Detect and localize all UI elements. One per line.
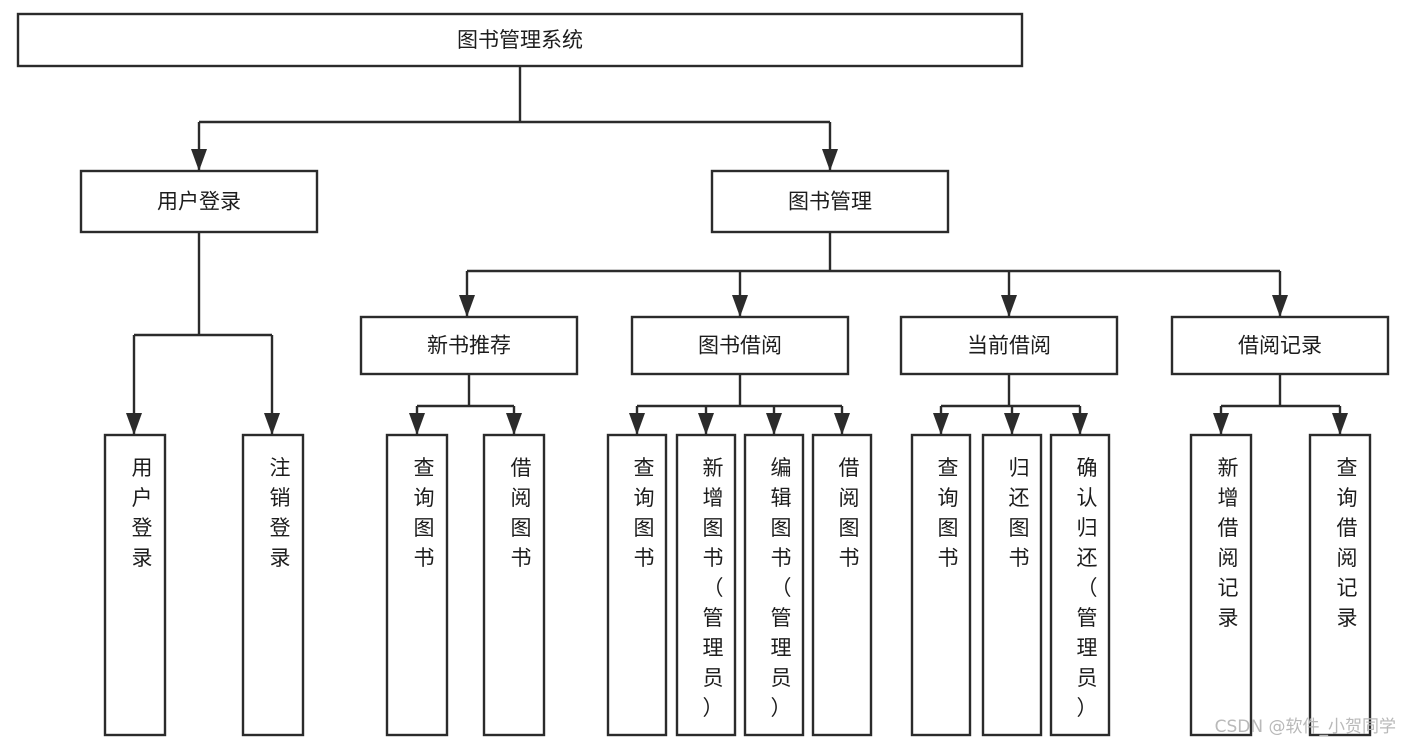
arrow-leaf-confirm-return-admin-icon bbox=[1072, 413, 1088, 435]
arrow-user-login-icon bbox=[191, 149, 207, 171]
node-box-root[interactable] bbox=[16, 12, 1024, 68]
arrow-leaf-user-login-icon bbox=[126, 413, 142, 435]
node-new-book-recommend[interactable]: 新书推荐 bbox=[359, 315, 579, 376]
node-leaf-user-login[interactable]: 用户登录 bbox=[103, 433, 167, 737]
node-leaf-query-book-borrow[interactable]: 查询图书 bbox=[606, 433, 668, 737]
node-label-book-borrow: 图书借阅 bbox=[698, 334, 782, 358]
node-book-borrow[interactable]: 图书借阅 bbox=[630, 315, 850, 376]
arrow-book-borrow-icon bbox=[732, 295, 748, 317]
arrow-leaf-query-book-recommend-icon bbox=[409, 413, 425, 435]
node-label-leaf-user-login: 用户登录 bbox=[132, 456, 153, 570]
node-box-leaf-query-book-current[interactable] bbox=[910, 433, 972, 737]
node-leaf-query-book-recommend[interactable]: 查询图书 bbox=[385, 433, 449, 737]
node-leaf-borrow-book-recommend[interactable]: 借阅图书 bbox=[482, 433, 546, 737]
node-label-leaf-add-book-admin: 新增图书（管理员） bbox=[703, 456, 724, 720]
node-leaf-logout[interactable]: 注销登录 bbox=[241, 433, 305, 737]
node-label-leaf-borrow-book-recommend: 借阅图书 bbox=[511, 456, 532, 570]
node-borrow-record[interactable]: 借阅记录 bbox=[1170, 315, 1390, 376]
node-leaf-query-borrow-record[interactable]: 查询借阅记录 bbox=[1308, 433, 1372, 737]
node-box-leaf-add-book-admin[interactable] bbox=[675, 433, 737, 737]
node-box-leaf-user-login[interactable] bbox=[103, 433, 167, 737]
arrow-heads-layer bbox=[126, 149, 1348, 435]
arrow-leaf-add-borrow-record-icon bbox=[1213, 413, 1229, 435]
node-label-leaf-confirm-return-admin: 确认归还（管理员） bbox=[1077, 456, 1098, 720]
arrow-new-book-recommend-icon bbox=[459, 295, 475, 317]
node-label-book-management: 图书管理 bbox=[788, 190, 872, 214]
node-box-book-management[interactable] bbox=[710, 169, 950, 234]
arrow-current-borrow-icon bbox=[1001, 295, 1017, 317]
arrow-book-management-icon bbox=[822, 149, 838, 171]
node-label-leaf-return-book: 归还图书 bbox=[1009, 456, 1030, 570]
node-leaf-edit-book-admin[interactable]: 编辑图书（管理员） bbox=[743, 433, 805, 737]
node-box-leaf-edit-book-admin[interactable] bbox=[743, 433, 805, 737]
arrow-leaf-logout-icon bbox=[264, 413, 280, 435]
node-label-user-login: 用户登录 bbox=[157, 190, 241, 214]
node-leaf-query-book-current[interactable]: 查询图书 bbox=[910, 433, 972, 737]
arrow-leaf-borrow-book-recommend-icon bbox=[506, 413, 522, 435]
node-label-leaf-query-book-borrow: 查询图书 bbox=[634, 456, 655, 570]
node-leaf-add-borrow-record[interactable]: 新增借阅记录 bbox=[1189, 433, 1253, 737]
node-book-management[interactable]: 图书管理 bbox=[710, 169, 950, 234]
node-user-login[interactable]: 用户登录 bbox=[79, 169, 319, 234]
node-box-leaf-query-book-borrow[interactable] bbox=[606, 433, 668, 737]
node-label-leaf-logout: 注销登录 bbox=[270, 456, 291, 570]
node-box-leaf-borrow-book[interactable] bbox=[811, 433, 873, 737]
watermark-label: CSDN @软件_小贺同学 bbox=[1215, 717, 1396, 737]
node-box-leaf-confirm-return-admin[interactable] bbox=[1049, 433, 1111, 737]
arrow-leaf-query-borrow-record-icon bbox=[1332, 413, 1348, 435]
node-label-leaf-query-book-current: 查询图书 bbox=[938, 456, 959, 570]
arrow-leaf-return-book-icon bbox=[1004, 413, 1020, 435]
node-box-leaf-add-borrow-record[interactable] bbox=[1189, 433, 1253, 737]
node-box-leaf-query-borrow-record[interactable] bbox=[1308, 433, 1372, 737]
node-label-root: 图书管理系统 bbox=[457, 28, 583, 52]
arrow-leaf-add-book-admin-icon bbox=[698, 413, 714, 435]
node-box-new-book-recommend[interactable] bbox=[359, 315, 579, 376]
node-box-leaf-logout[interactable] bbox=[241, 433, 305, 737]
arrow-leaf-query-book-current-icon bbox=[933, 413, 949, 435]
arrow-leaf-borrow-book-icon bbox=[834, 413, 850, 435]
nodes-layer: 图书管理系统用户登录图书管理新书推荐图书借阅当前借阅借阅记录用户登录注销登录查询… bbox=[16, 12, 1390, 737]
node-leaf-return-book[interactable]: 归还图书 bbox=[981, 433, 1043, 737]
arrow-leaf-edit-book-admin-icon bbox=[766, 413, 782, 435]
node-box-current-borrow[interactable] bbox=[899, 315, 1119, 376]
arrow-leaf-query-book-borrow-icon bbox=[629, 413, 645, 435]
node-leaf-add-book-admin[interactable]: 新增图书（管理员） bbox=[675, 433, 737, 737]
node-label-leaf-query-book-recommend: 查询图书 bbox=[414, 456, 435, 570]
node-box-user-login[interactable] bbox=[79, 169, 319, 234]
node-current-borrow[interactable]: 当前借阅 bbox=[899, 315, 1119, 376]
node-label-leaf-add-borrow-record: 新增借阅记录 bbox=[1218, 456, 1239, 630]
node-box-leaf-query-book-recommend[interactable] bbox=[385, 433, 449, 737]
node-box-book-borrow[interactable] bbox=[630, 315, 850, 376]
connectors-layer bbox=[132, 66, 1342, 435]
node-label-new-book-recommend: 新书推荐 bbox=[427, 334, 511, 358]
node-root[interactable]: 图书管理系统 bbox=[16, 12, 1024, 68]
node-box-leaf-borrow-book-recommend[interactable] bbox=[482, 433, 546, 737]
node-label-leaf-query-borrow-record: 查询借阅记录 bbox=[1337, 456, 1358, 630]
node-label-current-borrow: 当前借阅 bbox=[967, 334, 1051, 358]
node-label-borrow-record: 借阅记录 bbox=[1238, 334, 1322, 358]
node-box-borrow-record[interactable] bbox=[1170, 315, 1390, 376]
node-label-leaf-edit-book-admin: 编辑图书（管理员） bbox=[771, 456, 792, 720]
node-label-leaf-borrow-book: 借阅图书 bbox=[839, 456, 860, 570]
node-leaf-confirm-return-admin[interactable]: 确认归还（管理员） bbox=[1049, 433, 1111, 737]
arrow-borrow-record-icon bbox=[1272, 295, 1288, 317]
node-leaf-borrow-book[interactable]: 借阅图书 bbox=[811, 433, 873, 737]
node-box-leaf-return-book[interactable] bbox=[981, 433, 1043, 737]
